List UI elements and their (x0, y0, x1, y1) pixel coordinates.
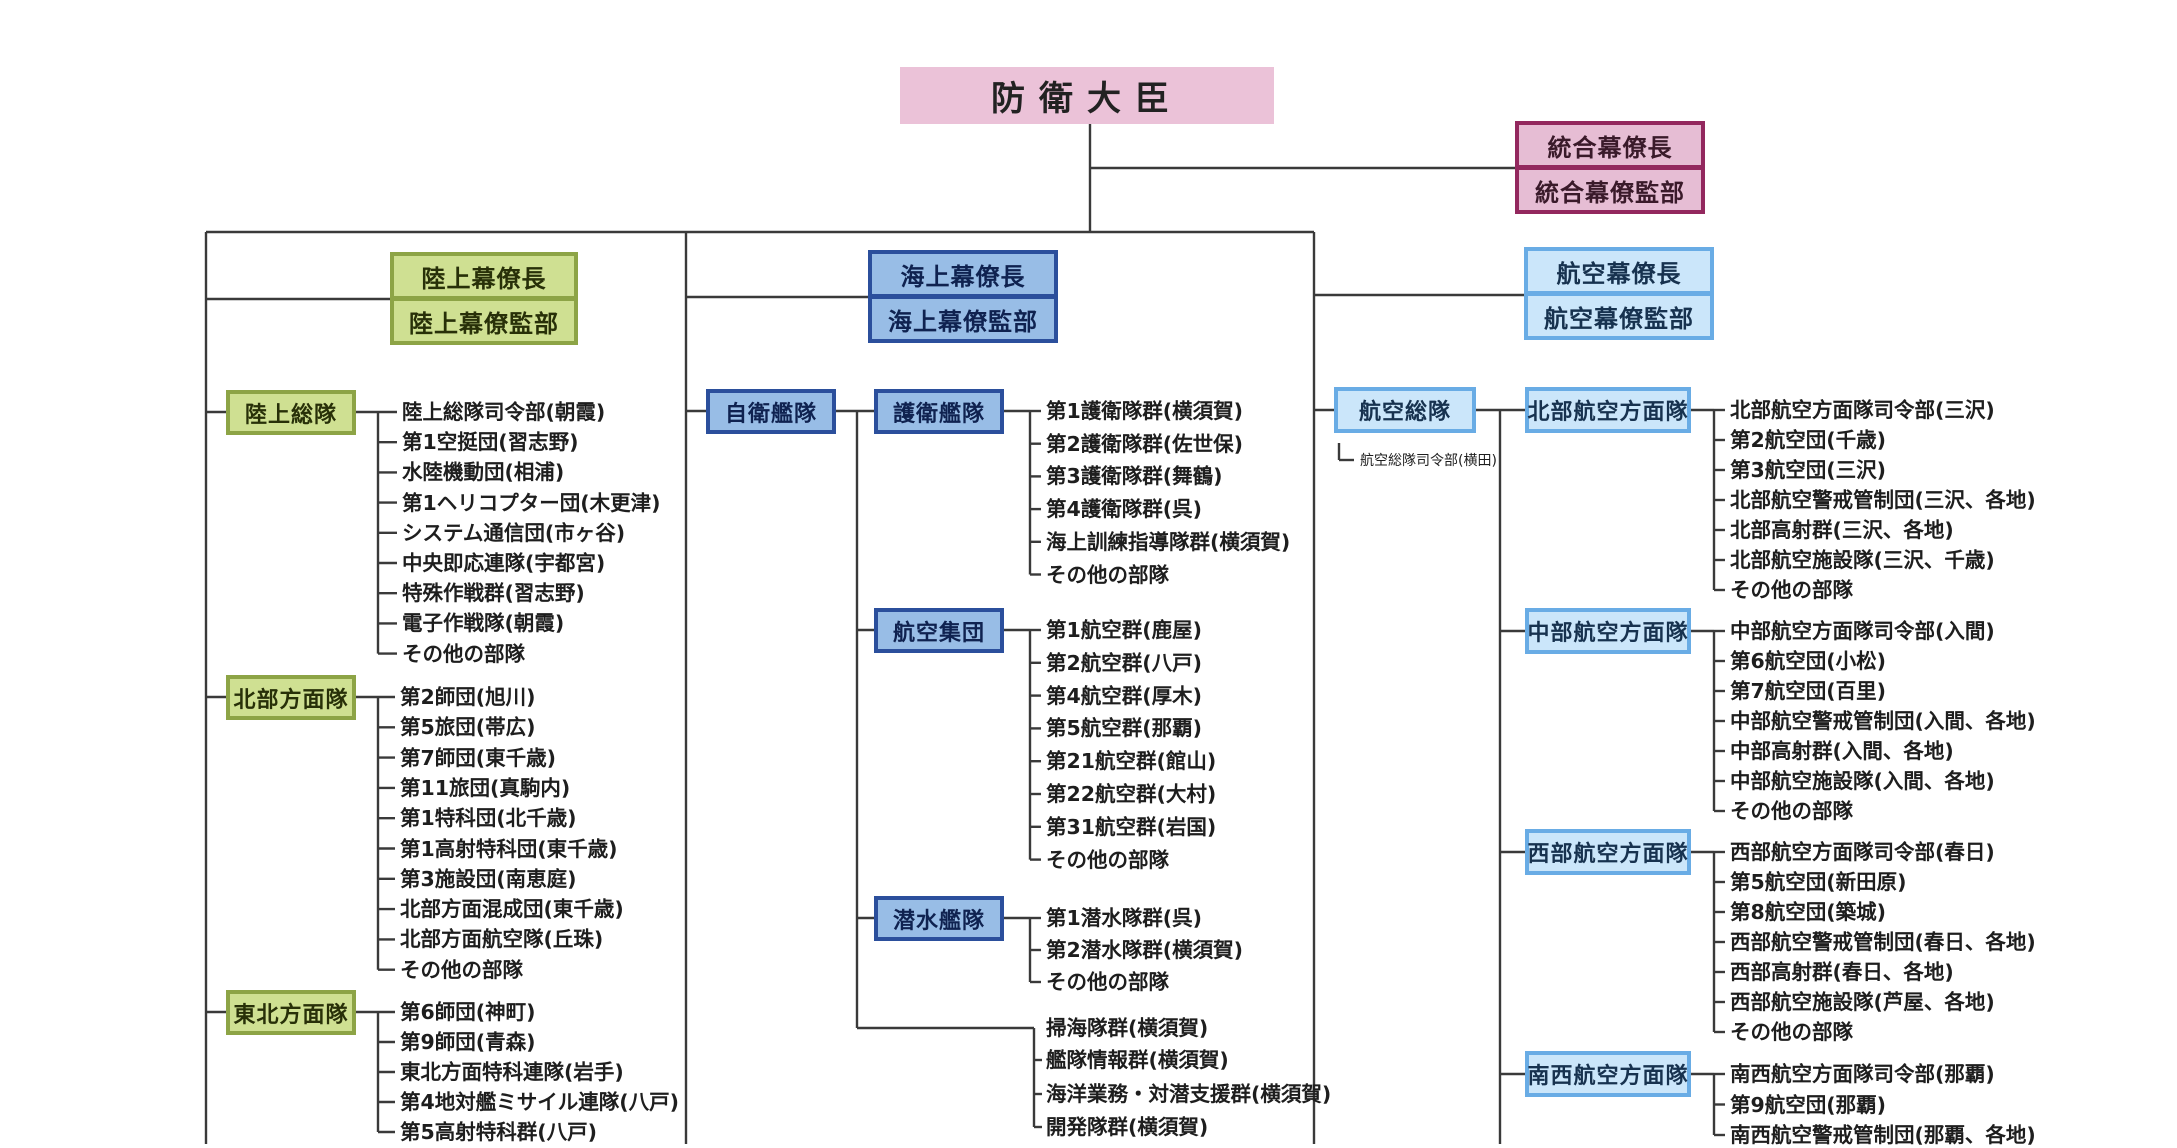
subunit-item: 第8航空団(築城) (1730, 900, 1887, 924)
subunit-item: 第1航空群(鹿屋) (1046, 618, 1203, 642)
subunit-item: 陸上総隊司令部(朝霞) (402, 400, 606, 424)
subunit-item: 中部高射群(入間、各地) (1730, 739, 1954, 763)
subunit-item: 中部航空警戒管制団(入間、各地) (1730, 709, 2036, 733)
ground-staff-office-box: 陸上幕僚監部 (390, 297, 578, 345)
navy-direct-unit: 掃海隊群(横須賀) (1046, 1016, 1209, 1040)
subunit-item: 第11旅団(真駒内) (400, 775, 571, 800)
minister-box: 防衛大臣 (900, 67, 1274, 124)
subunit-item: 海上訓練指導隊群(横須賀) (1046, 529, 1291, 554)
subunit-item: 第7師団(東千歳) (400, 745, 557, 770)
subunit-item: その他の部隊 (402, 641, 525, 666)
subunit-item: その他の部隊 (1730, 799, 1853, 823)
navy-unit-box: 航空集団 (874, 608, 1004, 653)
subunit-item: 第1高射特科団(東千歳) (400, 836, 618, 861)
joint-staff-chief-box: 統合幕僚長 (1515, 121, 1705, 169)
air-command-hq-label: 航空総隊司令部(横田) (1360, 453, 1497, 469)
subunit-item: 第3航空団(三沢) (1730, 458, 1887, 482)
subunit-item: 第6航空団(小松) (1730, 649, 1887, 673)
navy-direct-unit: 開発隊群(横須賀) (1046, 1115, 1209, 1139)
subunit-item: 第9航空団(那覇) (1730, 1092, 1887, 1117)
subunit-item: 南西航空警戒管制団(那覇、各地) (1730, 1123, 2036, 1147)
subunit-item: 北部航空施設隊(三沢、千歳) (1730, 548, 1995, 572)
subunit-item: 西部航空方面隊司令部(春日) (1730, 840, 1995, 864)
subunit-item: 第5航空団(新田原) (1730, 870, 1907, 894)
subunit-item: 特殊作戦群(習志野) (402, 581, 585, 606)
navy-unit-box: 潜水艦隊 (874, 896, 1004, 941)
subunit-item: 第6師団(神町) (400, 1000, 536, 1024)
subunit-item: 第1特科団(北千歳) (400, 806, 577, 831)
ground-staff-chief-box: 陸上幕僚長 (390, 252, 578, 300)
subunit-item: その他の部隊 (1046, 562, 1169, 587)
subunit-item: 北部航空方面隊司令部(三沢) (1730, 398, 1995, 422)
subunit-item: 北部方面混成団(東千歳) (400, 897, 624, 922)
subunit-item: 第4地対艦ミサイル連隊(八戸) (400, 1090, 680, 1114)
subunit-item: 中部航空施設隊(入間、各地) (1730, 769, 1995, 793)
air-unit-box: 北部航空方面隊 (1525, 387, 1691, 433)
subunit-item: 電子作戦隊(朝霞) (402, 611, 565, 636)
subunit-item: 第5旅団(帯広) (400, 715, 536, 740)
ground-unit-box: 北部方面隊 (226, 675, 356, 720)
subunit-item: その他の部隊 (1046, 847, 1169, 872)
joint-staff-office-box: 統合幕僚監部 (1515, 166, 1705, 214)
ground-unit-box: 陸上総隊 (226, 390, 356, 435)
subunit-item: 西部航空警戒管制団(春日、各地) (1730, 930, 2036, 954)
ground-unit-box: 東北方面隊 (226, 990, 356, 1035)
subunit-item: 第5航空群(那覇) (1046, 716, 1203, 741)
maritime-staff-office-box: 海上幕僚監部 (868, 295, 1058, 343)
maritime-staff-chief-box: 海上幕僚長 (868, 250, 1058, 298)
subunit-item: 第1潜水隊群(呉) (1046, 906, 1203, 930)
subunit-item: 第21航空群(館山) (1046, 749, 1217, 774)
subunit-item: 第3施設団(南恵庭) (400, 866, 577, 891)
subunit-item: 北部高射群(三沢、各地) (1730, 518, 1954, 542)
subunit-item: 第1ヘリコプター団(木更津) (402, 490, 661, 515)
subunit-item: システム通信団(市ヶ谷) (402, 520, 626, 545)
subunit-item: 第7航空団(百里) (1730, 679, 1887, 703)
subunit-item: 第2護衛隊群(佐世保) (1046, 431, 1244, 456)
self-defense-fleet-box: 自衛艦隊 (706, 389, 836, 434)
subunit-item: 南西航空方面隊司令部(那覇) (1730, 1062, 1995, 1086)
subunit-item: 第2師団(旭川) (400, 685, 536, 709)
subunit-item: その他の部隊 (1730, 578, 1853, 602)
subunit-item: 東北方面特科連隊(岩手) (400, 1060, 624, 1084)
subunit-item: 西部航空施設隊(芦屋、各地) (1730, 990, 1995, 1014)
air-unit-box: 南西航空方面隊 (1525, 1051, 1691, 1097)
subunit-item: その他の部隊 (1730, 1020, 1853, 1044)
air-staff-office-box: 航空幕僚監部 (1524, 292, 1714, 340)
subunit-item: 水陸機動団(相浦) (402, 460, 565, 485)
subunit-item: 北部方面航空隊(丘珠) (400, 927, 604, 952)
subunit-item: 中部航空方面隊司令部(入間) (1730, 619, 1995, 643)
subunit-item: その他の部隊 (1046, 970, 1169, 994)
subunit-item: 第22航空群(大村) (1046, 782, 1217, 806)
subunit-item: 第31航空群(岩国) (1046, 814, 1217, 839)
subunit-item: 第2航空群(八戸) (1046, 650, 1203, 675)
subunit-item: 第5高射特科群(八戸) (400, 1120, 598, 1144)
air-unit-box: 西部航空方面隊 (1525, 829, 1691, 875)
navy-direct-unit: 海洋業務・対潜支援群(横須賀) (1046, 1082, 1332, 1106)
subunit-item: 第3護衛隊群(舞鶴) (1046, 464, 1223, 489)
subunit-item: 第4護衛隊群(呉) (1046, 497, 1203, 522)
subunit-item: 第1護衛隊群(横須賀) (1046, 399, 1244, 423)
subunit-item: 北部航空警戒管制団(三沢、各地) (1730, 488, 2036, 512)
navy-unit-box: 護衛艦隊 (874, 389, 1004, 434)
air-defense-command-box: 航空総隊 (1334, 387, 1476, 433)
subunit-item: 第2潜水隊群(横須賀) (1046, 938, 1244, 962)
air-staff-chief-box: 航空幕僚長 (1524, 247, 1714, 295)
subunit-item: 第4航空群(厚木) (1046, 683, 1203, 708)
subunit-item: 中央即応連隊(宇都宮) (402, 551, 606, 575)
subunit-item: 第1空挺団(習志野) (402, 430, 579, 455)
subunit-item: その他の部隊 (400, 957, 523, 982)
subunit-item: 西部高射群(春日、各地) (1730, 960, 1954, 984)
subunit-item: 第2航空団(千歳) (1730, 428, 1887, 452)
air-unit-box: 中部航空方面隊 (1525, 608, 1691, 654)
navy-direct-unit: 艦隊情報群(横須賀) (1046, 1048, 1229, 1072)
subunit-item: 第9師団(青森) (400, 1030, 536, 1054)
